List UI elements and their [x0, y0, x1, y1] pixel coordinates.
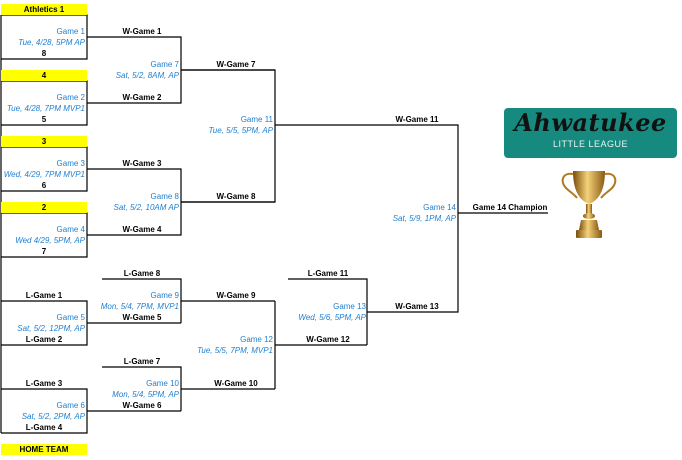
slot-w-game-10: W-Game 10 — [214, 379, 258, 388]
slot-l-game-4: L-Game 4 — [25, 423, 63, 432]
game-2-date: Tue, 4/28, 7PM MVP1 — [6, 104, 85, 113]
slot-w-game-7: W-Game 7 — [216, 60, 256, 69]
logo-title: Ahwatukee — [514, 108, 667, 137]
league-logo: Ahwatukee LITTLE LEAGUE — [504, 108, 677, 158]
home-team-legend: HOME TEAM — [1, 444, 87, 455]
slot-w-game-6: W-Game 6 — [122, 401, 162, 410]
slot-w-game-11: W-Game 11 — [395, 115, 439, 124]
game-14-label: Game 14 — [423, 203, 456, 212]
seed-4: 4 — [1, 70, 87, 81]
game-2-opponent: 5 — [41, 115, 47, 124]
game-12-date: Tue, 5/5, 7PM, MVP1 — [197, 346, 273, 355]
game-5-label: Game 5 — [56, 313, 85, 322]
game-4-opponent: 7 — [41, 247, 47, 256]
slot-l-game-1: L-Game 1 — [25, 291, 63, 300]
slot-l-game-7: L-Game 7 — [123, 357, 161, 366]
game-5-date: Sat, 5/2, 12PM, AP — [17, 324, 85, 333]
seed-athletics-1: Athletics 1 — [1, 4, 87, 15]
game-14-date: Sat, 5/9, 1PM, AP — [392, 214, 456, 223]
slot-l-game-11: L-Game 11 — [307, 269, 349, 278]
game-6-date: Sat, 5/2, 2PM, AP — [21, 412, 85, 421]
game-10-date: Mon, 5/4, 5PM, AP — [112, 390, 179, 399]
game-7-label: Game 7 — [150, 60, 179, 69]
game-1-label: Game 1 — [56, 27, 85, 36]
game-13-label: Game 13 — [333, 302, 366, 311]
slot-w-game-4: W-Game 4 — [122, 225, 162, 234]
slot-champion: Game 14 Champion — [472, 203, 548, 212]
slot-w-game-13: W-Game 13 — [395, 302, 439, 311]
slot-w-game-3: W-Game 3 — [122, 159, 162, 168]
slot-l-game-3: L-Game 3 — [25, 379, 63, 388]
seed-3: 3 — [1, 136, 87, 147]
game-8-date: Sat, 5/2, 10AM AP — [113, 203, 179, 212]
game-8-label: Game 8 — [150, 192, 179, 201]
game-4-date: Wed 4/29, 5PM, AP — [15, 236, 85, 245]
game-11-label: Game 11 — [240, 115, 273, 124]
game-12-label: Game 12 — [240, 335, 273, 344]
slot-l-game-2: L-Game 2 — [25, 335, 63, 344]
game-3-label: Game 3 — [56, 159, 85, 168]
game-9-date: Mon, 5/4, 7PM, MVP1 — [100, 302, 179, 311]
game-11-date: Tue, 5/5, 5PM, AP — [208, 126, 273, 135]
game-13-date: Wed, 5/6, 5PM, AP — [298, 313, 366, 322]
game-7-date: Sat, 5/2, 8AM, AP — [115, 71, 179, 80]
game-1-opponent: 8 — [41, 49, 47, 58]
game-6-label: Game 6 — [56, 401, 85, 410]
game-4-label: Game 4 — [56, 225, 85, 234]
slot-w-game-1: W-Game 1 — [122, 27, 162, 36]
slot-w-game-5: W-Game 5 — [122, 313, 162, 322]
game-3-opponent: 6 — [41, 181, 47, 190]
game-3-date: Wed, 4/29, 7PM MVP1 — [3, 170, 85, 179]
slot-w-game-2: W-Game 2 — [122, 93, 162, 102]
slot-w-game-8: W-Game 8 — [216, 192, 256, 201]
game-9-label: Game 9 — [150, 291, 179, 300]
game-1-date: Tue, 4/28, 5PM AP — [18, 38, 85, 47]
logo-subtitle: LITTLE LEAGUE — [552, 139, 629, 149]
slot-w-game-9: W-Game 9 — [216, 291, 256, 300]
trophy-icon — [561, 171, 617, 238]
game-2-label: Game 2 — [56, 93, 85, 102]
slot-w-game-12: W-Game 12 — [306, 335, 350, 344]
game-10-label: Game 10 — [146, 379, 179, 388]
slot-l-game-8: L-Game 8 — [123, 269, 161, 278]
seed-2: 2 — [1, 202, 87, 213]
